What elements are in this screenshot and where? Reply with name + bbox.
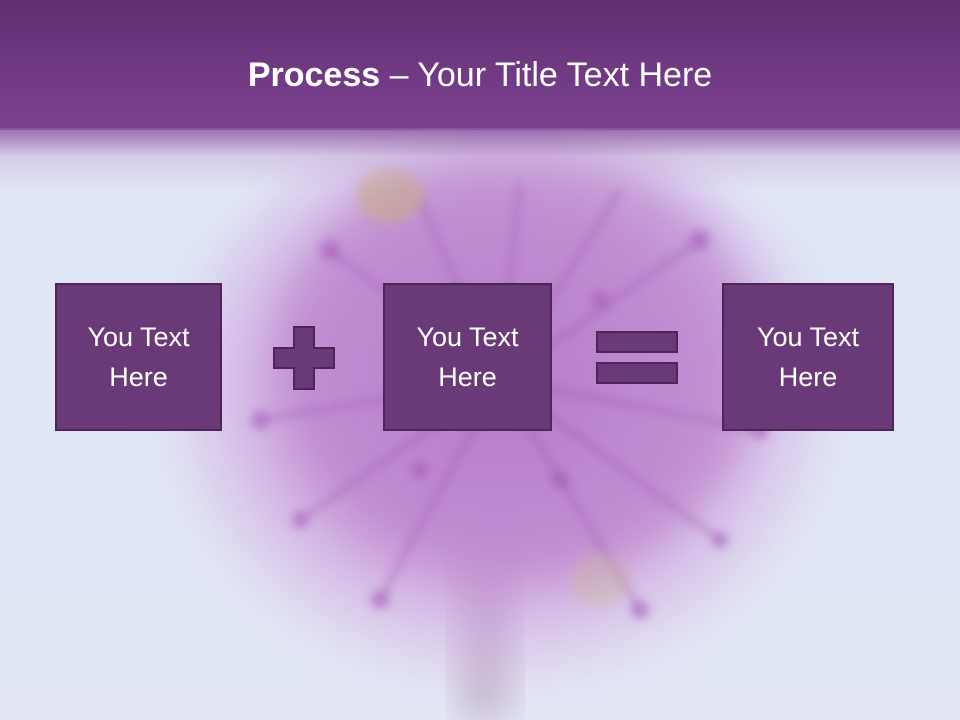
equals-icon[interactable] — [596, 331, 678, 385]
process-box-text: You Text Here — [87, 322, 190, 392]
slide-title-rest: – Your Title Text Here — [380, 56, 713, 94]
process-box-text: You Text Here — [416, 322, 519, 392]
plus-icon[interactable] — [273, 326, 335, 390]
title-bar — [0, 0, 960, 130]
slide-title-bold: Process — [247, 56, 381, 94]
process-box-1[interactable]: You Text Here — [55, 283, 222, 431]
title-bar-fade — [0, 128, 960, 192]
process-box-3[interactable]: You Text Here — [722, 283, 894, 431]
process-box-2[interactable]: You Text Here — [383, 283, 552, 431]
process-box-text: You Text Here — [756, 322, 860, 392]
slide-title[interactable]: Process – Your Title Text Here — [0, 50, 960, 100]
